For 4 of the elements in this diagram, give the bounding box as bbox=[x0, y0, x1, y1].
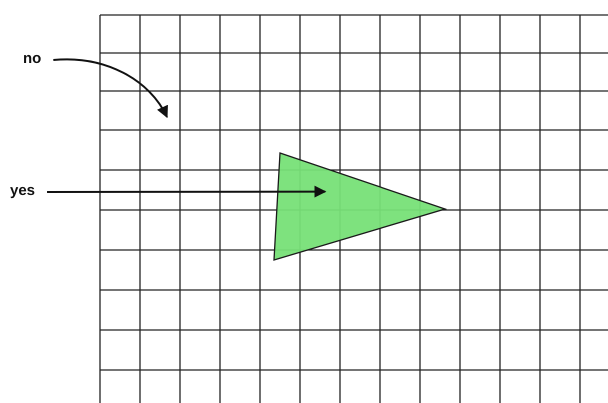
option-label: yes bbox=[10, 182, 36, 200]
arrow bbox=[53, 58, 168, 118]
arrow bbox=[47, 186, 326, 198]
option-label: no bbox=[23, 50, 42, 68]
